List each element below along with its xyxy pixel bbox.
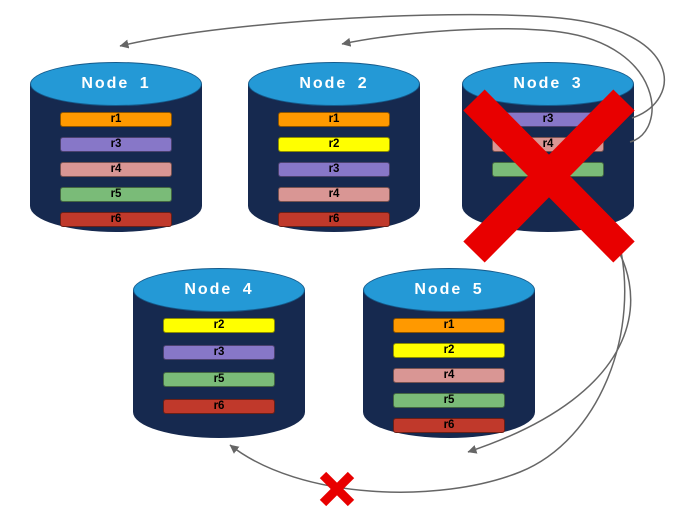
replica-bar-r3: r3 <box>278 162 390 177</box>
node-2-replica-list: r1 r2 r3 r4 r6 <box>278 112 390 227</box>
replica-bar-r3: r3 <box>492 112 604 127</box>
replica-bar-r3: r3 <box>163 345 275 360</box>
replica-bar-r6: r6 <box>163 399 275 414</box>
node-4-cylinder-top: Node 4 <box>133 268 305 312</box>
replica-bar-r3: r3 <box>60 137 172 152</box>
node-4-replica-list: r2 r3 r5 r6 <box>163 318 275 414</box>
node-4: Node 4 r2 r3 r5 r6 <box>133 268 305 438</box>
node-1-replica-list: r1 r3 r4 r5 r6 <box>60 112 172 227</box>
node-2-title: Node 2 <box>299 75 369 92</box>
replica-bar-r4: r4 <box>278 187 390 202</box>
replica-bar-r6: r6 <box>60 212 172 227</box>
node-5-title: Node 5 <box>414 281 484 298</box>
replica-bar-r6: r6 <box>278 212 390 227</box>
failed-edge-x-icon <box>319 471 355 507</box>
replica-bar-r5: r5 <box>163 372 275 387</box>
node-5-replica-list: r1 r2 r4 r5 r6 <box>393 318 505 433</box>
replica-bar-r1: r1 <box>393 318 505 333</box>
node-3-cylinder-top: Node 3 <box>462 62 634 106</box>
replica-bar-r1: r1 <box>60 112 172 127</box>
replica-bar-r2: r2 <box>393 343 505 358</box>
replica-bar-r1: r1 <box>278 112 390 127</box>
node-3-title: Node 3 <box>513 75 583 92</box>
replica-bar-r4: r4 <box>60 162 172 177</box>
node-5-cylinder-top: Node 5 <box>363 268 535 312</box>
replica-bar-r5: r5 <box>393 393 505 408</box>
replica-bar-r4: r4 <box>492 137 604 152</box>
node-3-replica-list: r3 r4 r5 <box>492 112 604 177</box>
node-2: Node 2 r1 r2 r3 r4 r6 <box>248 62 420 232</box>
replica-bar-r5: r5 <box>60 187 172 202</box>
node-1-cylinder-top: Node 1 <box>30 62 202 106</box>
node-2-cylinder-top: Node 2 <box>248 62 420 106</box>
replica-bar-r6: r6 <box>393 418 505 433</box>
replica-bar-r2: r2 <box>163 318 275 333</box>
node-4-title: Node 4 <box>184 281 254 298</box>
replica-bar-r5: r5 <box>492 162 604 177</box>
node-1: Node 1 r1 r3 r4 r5 r6 <box>30 62 202 232</box>
replica-bar-r4: r4 <box>393 368 505 383</box>
replica-bar-r2: r2 <box>278 137 390 152</box>
node-3: Node 3 r3 r4 r5 <box>462 62 634 232</box>
node-1-title: Node 1 <box>81 75 151 92</box>
node-5: Node 5 r1 r2 r4 r5 r6 <box>363 268 535 438</box>
